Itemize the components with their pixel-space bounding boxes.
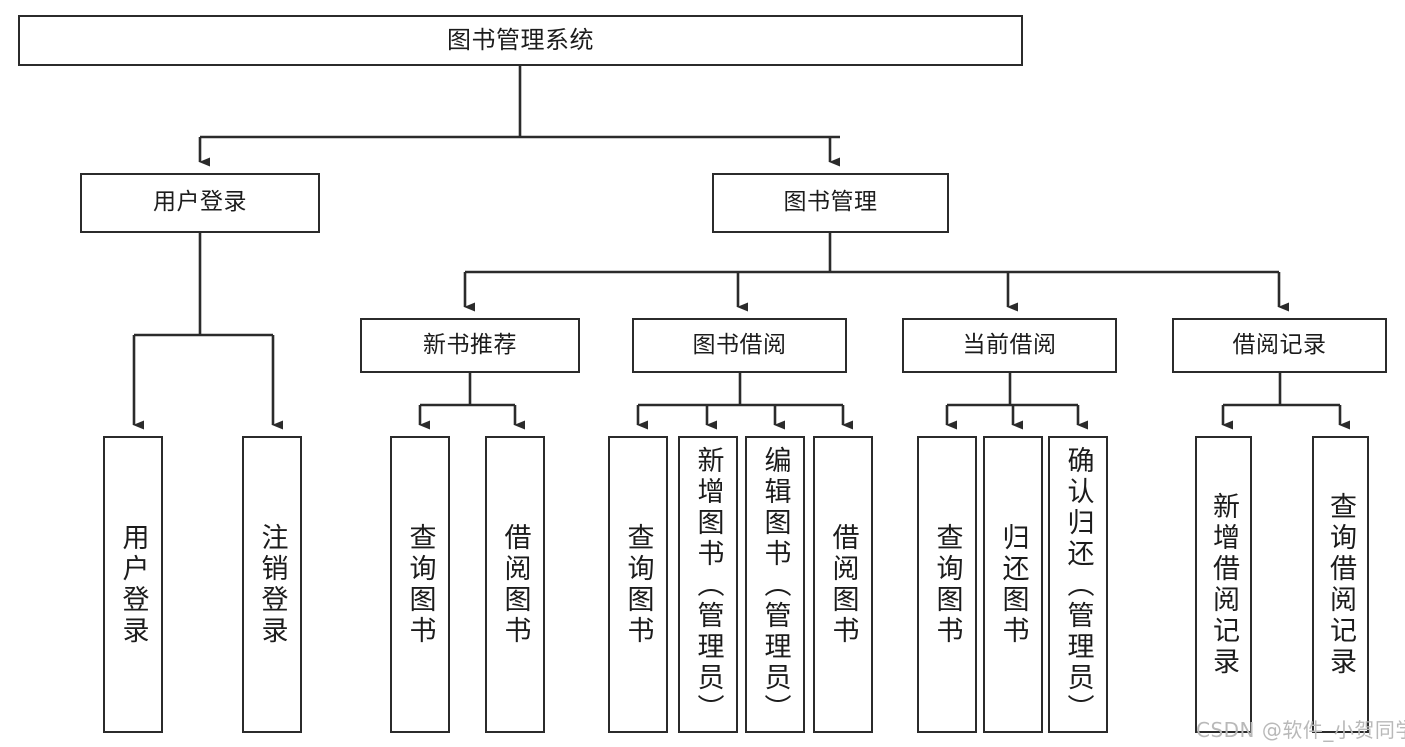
node-label: 查询图书 [931,522,963,647]
node-user-login[interactable]: 用户登录 [80,173,320,233]
node-label: 新增借阅记录 [1208,491,1239,678]
node-label: 借阅记录 [1232,331,1327,358]
node-label: 借阅图书 [827,522,859,647]
node-current-borrow[interactable]: 当前借阅 [902,318,1117,373]
node-label: 用户登录 [117,522,149,647]
node-label: 查询借阅记录 [1325,491,1356,678]
node-new-book-recommend[interactable]: 新书推荐 [360,318,580,373]
node-label: 归还图书 [997,522,1029,647]
node-label: 图书管理 [783,189,878,216]
node-label: 新书推荐 [423,331,517,358]
node-leaf-user-logout[interactable]: 注销登录 [242,436,302,733]
node-label: 查询图书 [622,522,654,647]
node-leaf-query-book-rec[interactable]: 查询图书 [390,436,450,733]
node-book-borrow[interactable]: 图书借阅 [632,318,847,373]
node-label: 借阅图书 [499,522,531,647]
node-leaf-confirm-return-admin[interactable]: 确认归还（管理员） [1048,436,1108,733]
node-label: 查询图书 [404,522,436,647]
node-label: 用户登录 [153,189,247,216]
node-label: 图书借阅 [692,331,787,358]
node-label: 确认归还（管理员） [1062,446,1094,725]
node-leaf-borrow-book[interactable]: 借阅图书 [813,436,873,733]
node-leaf-return-book[interactable]: 归还图书 [983,436,1043,733]
node-root[interactable]: 图书管理系统 [18,15,1023,66]
node-label: 图书管理系统 [447,26,594,55]
node-leaf-borrow-book-rec[interactable]: 借阅图书 [485,436,545,733]
node-leaf-edit-book-admin[interactable]: 编辑图书（管理员） [745,436,805,733]
node-label: 注销登录 [256,522,288,647]
csdn-watermark: CSDN @软件_小贺同学 [1196,718,1405,742]
node-label: 新增图书（管理员） [692,446,724,725]
node-leaf-add-borrow-record[interactable]: 新增借阅记录 [1195,436,1252,733]
node-leaf-add-book-admin[interactable]: 新增图书（管理员） [678,436,738,733]
node-borrow-record[interactable]: 借阅记录 [1172,318,1387,373]
node-leaf-query-book-borrow[interactable]: 查询图书 [608,436,668,733]
node-book-manage[interactable]: 图书管理 [712,173,949,233]
node-leaf-query-borrow-record[interactable]: 查询借阅记录 [1312,436,1369,733]
node-label: 编辑图书（管理员） [759,446,791,725]
node-leaf-user-login[interactable]: 用户登录 [103,436,163,733]
node-leaf-query-book-cur[interactable]: 查询图书 [917,436,977,733]
node-label: 当前借阅 [962,331,1057,358]
